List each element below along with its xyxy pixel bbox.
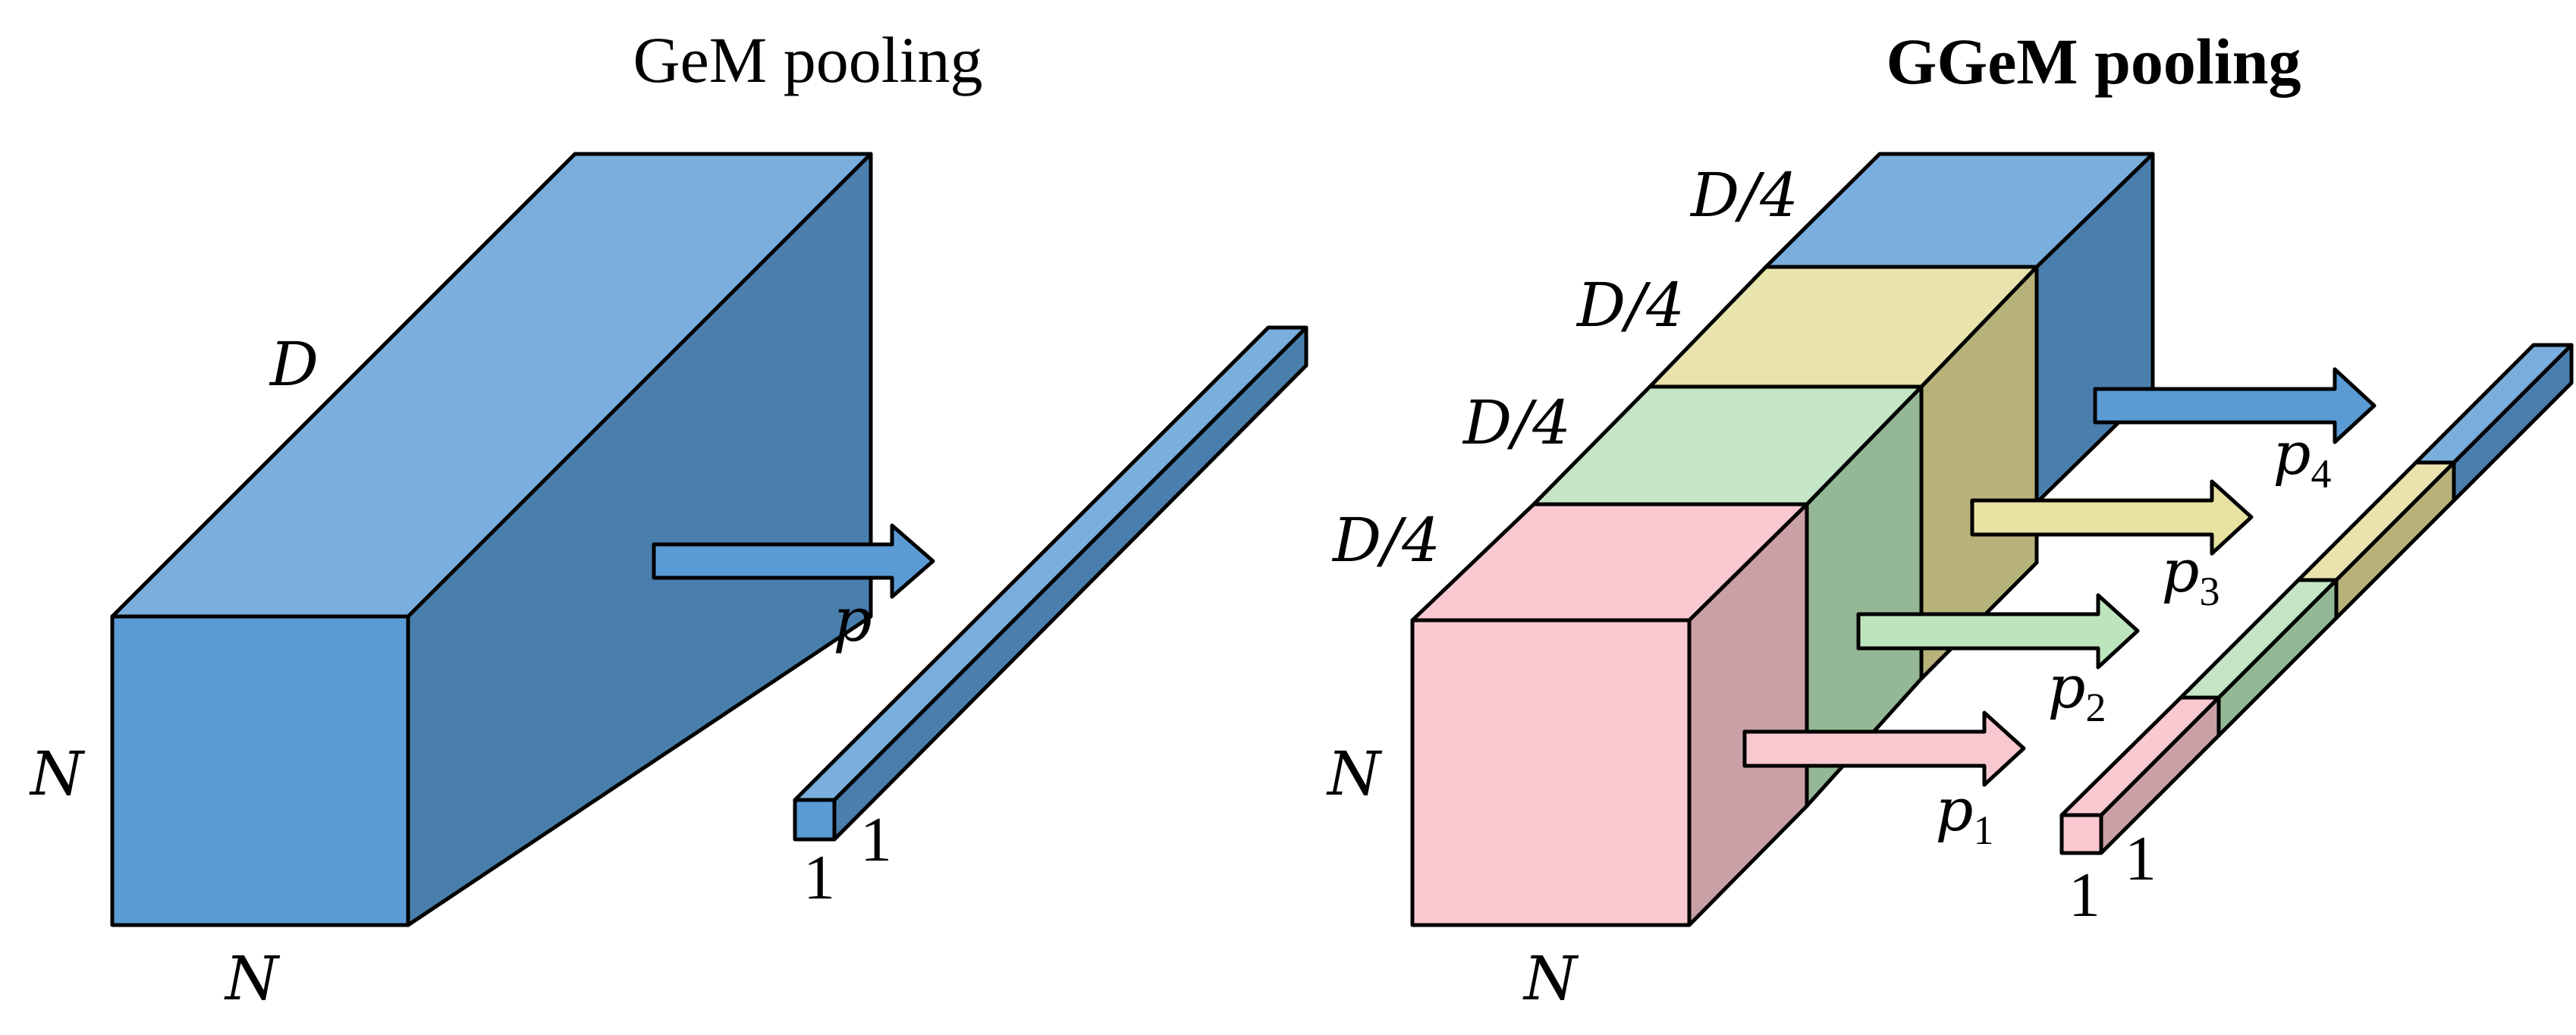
gem-arrow [652, 523, 935, 599]
ggem-group-label-2: D/4 [1462, 387, 1571, 458]
ggem-label-p2: p2 [2048, 654, 2106, 730]
gem-label-d: D [269, 329, 319, 400]
ggem-group-1-front-face [1410, 618, 1692, 927]
gem-vector-label-b: 1 [860, 804, 892, 875]
ggem-vector-label-a: 1 [2069, 860, 2100, 930]
gem-title: GeM pooling [633, 24, 982, 96]
ggem-arrow-3 [1970, 479, 2254, 556]
ggem-vector-seg-1-front [2059, 813, 2103, 855]
ggem-title: GGeM pooling [1886, 25, 2301, 98]
ggem-label-p1: p1 [1936, 776, 1994, 853]
ggem-group-label-3: D/4 [1575, 270, 1685, 340]
gem-label-n-bottom: N [224, 943, 281, 1014]
ggem-panel: GGeM pooling [1326, 25, 2574, 1014]
ggem-vector-label-b: 1 [2125, 823, 2157, 894]
gem-panel: GeM pooling D N N p 1 1 [29, 24, 1308, 1014]
ggem-arrow-2 [1856, 593, 2140, 670]
ggem-group-label-1: D/4 [1331, 505, 1440, 576]
ggem-output-vector [2059, 343, 2574, 855]
ggem-group-2-block [1531, 384, 1924, 808]
gem-vector-front-face [793, 798, 837, 842]
ggem-arrow-4 [2093, 367, 2377, 444]
gem-vector-label-a: 1 [803, 842, 835, 913]
ggem-group-label-4: D/4 [1689, 160, 1798, 231]
ggem-label-p4: p4 [2273, 420, 2332, 497]
ggem-arrow-1 [1742, 710, 2026, 787]
ggem-label-n-bottom: N [1522, 943, 1579, 1014]
gem-label-n-side: N [29, 739, 86, 809]
ggem-label-n-side: N [1326, 739, 1383, 809]
ggem-group-1-block [1410, 502, 1809, 927]
gem-block-front-face [110, 614, 410, 927]
gem-output-vector [793, 325, 1308, 842]
gem-feature-block [110, 152, 873, 927]
ggem-label-p3: p3 [2162, 538, 2220, 614]
gem-label-p: p [833, 585, 872, 655]
ggem-vector-seg-4-top [2414, 343, 2574, 465]
